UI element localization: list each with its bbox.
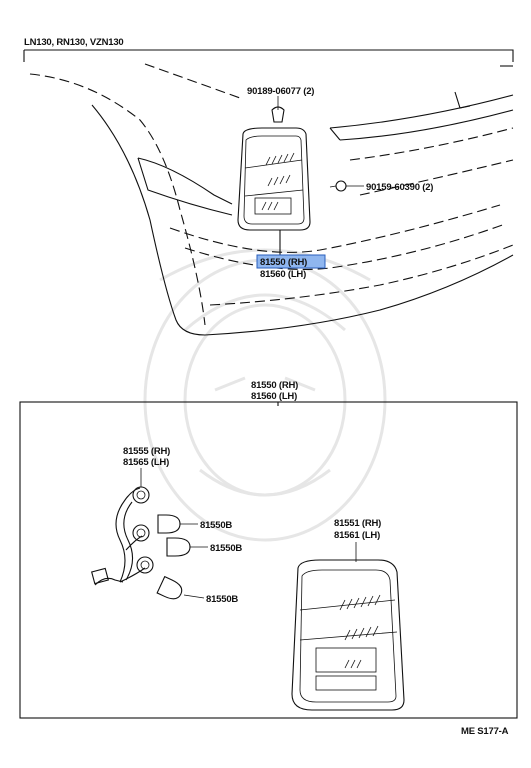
lens-lh-callout[interactable]: 81561 (LH) bbox=[334, 530, 380, 541]
lamp-assy-box-rh-callout[interactable]: 81550 (RH) bbox=[251, 380, 298, 391]
screw-callout[interactable]: 90189-06077 (2) bbox=[247, 86, 314, 97]
bulb-1-callout[interactable]: 81550B bbox=[200, 520, 233, 531]
bulb-2-callout[interactable]: 81550B bbox=[210, 543, 243, 554]
socket-rh-callout[interactable]: 81555 (RH) bbox=[123, 446, 170, 457]
vehicle-body-outline bbox=[29, 63, 514, 336]
nut-callout[interactable]: 90159-60390 (2) bbox=[366, 182, 433, 193]
lens-rh-callout[interactable]: 81551 (RH) bbox=[334, 518, 381, 529]
model-header: LN130, RN130, VZN130 bbox=[24, 37, 124, 48]
bulb-3-icon[interactable] bbox=[156, 575, 205, 603]
screw-icon[interactable] bbox=[271, 96, 285, 123]
socket-lh-callout[interactable]: 81565 (LH) bbox=[123, 457, 169, 468]
detail-frame bbox=[19, 401, 518, 719]
diagram-code: ME S177-A bbox=[461, 726, 509, 737]
bulb-3-callout[interactable]: 81550B bbox=[206, 594, 239, 605]
lamp-assy-box-lh-callout[interactable]: 81560 (LH) bbox=[251, 391, 297, 402]
lens[interactable] bbox=[291, 542, 405, 711]
upper-tail-lamp[interactable] bbox=[237, 127, 311, 256]
upper-frame bbox=[23, 49, 514, 62]
bulb-1-icon[interactable] bbox=[157, 514, 198, 534]
lamp-assy-rh-callout[interactable]: 81550 (RH) bbox=[260, 257, 307, 268]
bulb-2-icon[interactable] bbox=[166, 537, 208, 557]
lamp-assy-lh-callout[interactable]: 81560 (LH) bbox=[260, 269, 306, 280]
highlight-box bbox=[256, 254, 326, 269]
socket-harness[interactable] bbox=[91, 468, 154, 586]
nut-icon[interactable] bbox=[329, 180, 364, 192]
